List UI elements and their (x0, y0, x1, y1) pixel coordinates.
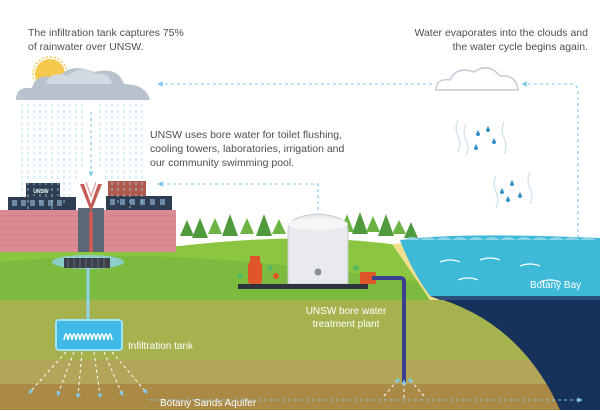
bore-pipe (372, 276, 406, 382)
tank-discharge-arrows (28, 351, 148, 399)
rain (21, 104, 143, 210)
unsw-building: UNSW (0, 181, 176, 252)
treatment-plant (237, 213, 406, 382)
tree-icon (404, 222, 418, 238)
water-drop-icon (518, 192, 522, 198)
tree-icon (392, 220, 406, 234)
infiltration-tank-label: Infiltration tank (128, 341, 194, 352)
flow-arrows (88, 81, 583, 403)
botany-bay-label: Botany Bay (530, 280, 582, 291)
evaporation-caption: Water evaporates into the clouds and the… (414, 27, 588, 53)
water-drop-icon (476, 130, 480, 136)
bore-to-campus-arrow (157, 181, 319, 210)
tree-icon (256, 214, 272, 236)
evaporation-drops (474, 126, 522, 202)
water-drop-icon (492, 138, 496, 144)
sea (400, 235, 600, 300)
rain-funnel-sculpture (80, 184, 102, 212)
soil-deep-layer (0, 384, 600, 410)
tree-icon (272, 219, 286, 234)
bore-use-caption: UNSW uses bore water for toilet flushing… (150, 129, 345, 169)
tree-icon (366, 216, 380, 232)
treatment-plant-label: UNSW bore water treatment plant (305, 306, 387, 330)
water-drop-icon (486, 126, 490, 132)
tree-icon (240, 218, 254, 234)
tree-line (180, 212, 418, 238)
botany-bay (392, 235, 600, 410)
cloud-icon (435, 67, 519, 91)
drain-grate (64, 258, 110, 268)
infiltration-system (52, 255, 124, 351)
water-drop-icon (500, 188, 504, 194)
cliff (430, 296, 600, 410)
pump-icon (248, 256, 376, 284)
evaporation-waves (455, 119, 533, 209)
water-drop-icon (506, 196, 510, 202)
tree-icon (192, 218, 208, 238)
bore-intake-arrows (383, 378, 425, 398)
tank-capture-caption: The infiltration tank captures 75% of ra… (28, 27, 184, 53)
tree-icon (180, 220, 194, 236)
tree-icon (378, 214, 394, 236)
tree-icon (352, 212, 368, 234)
building-sign: UNSW (33, 189, 49, 195)
tree-icon (208, 218, 222, 234)
water-drop-icon (474, 144, 478, 150)
water-drop-icon (510, 180, 514, 186)
soil-mid-layer (0, 360, 600, 386)
evaporation-to-cloud-arrow (521, 81, 579, 238)
rain-cloud-icon (16, 68, 150, 100)
tree-icon (222, 214, 238, 236)
aquifer-label: Botany Sands Aquifer (160, 398, 257, 409)
